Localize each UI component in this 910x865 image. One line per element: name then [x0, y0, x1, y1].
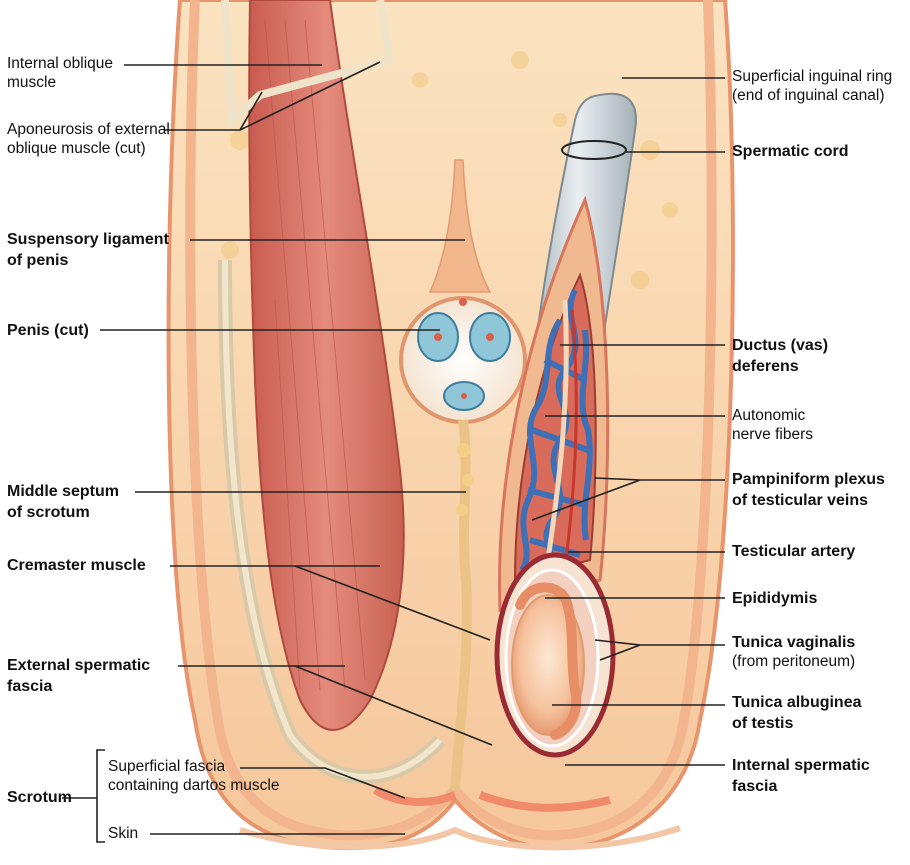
- label-scrotum: Scrotum: [7, 787, 72, 808]
- label-skin: Skin: [108, 824, 138, 843]
- label-penis-cut: Penis (cut): [7, 320, 89, 341]
- label-ductus-deferens: Ductus (vas)deferens: [732, 335, 828, 377]
- label-cremaster-muscle: Cremaster muscle: [7, 555, 146, 576]
- label-tunica-vaginalis: Tunica vaginalis(from peritoneum): [732, 633, 855, 671]
- label-spermatic-cord: Spermatic cord: [732, 141, 848, 162]
- label-epididymis: Epididymis: [732, 588, 817, 609]
- label-superficial-inguinal-ring: Superficial inguinal ring(end of inguina…: [732, 67, 892, 105]
- label-testicular-artery: Testicular artery: [732, 541, 855, 562]
